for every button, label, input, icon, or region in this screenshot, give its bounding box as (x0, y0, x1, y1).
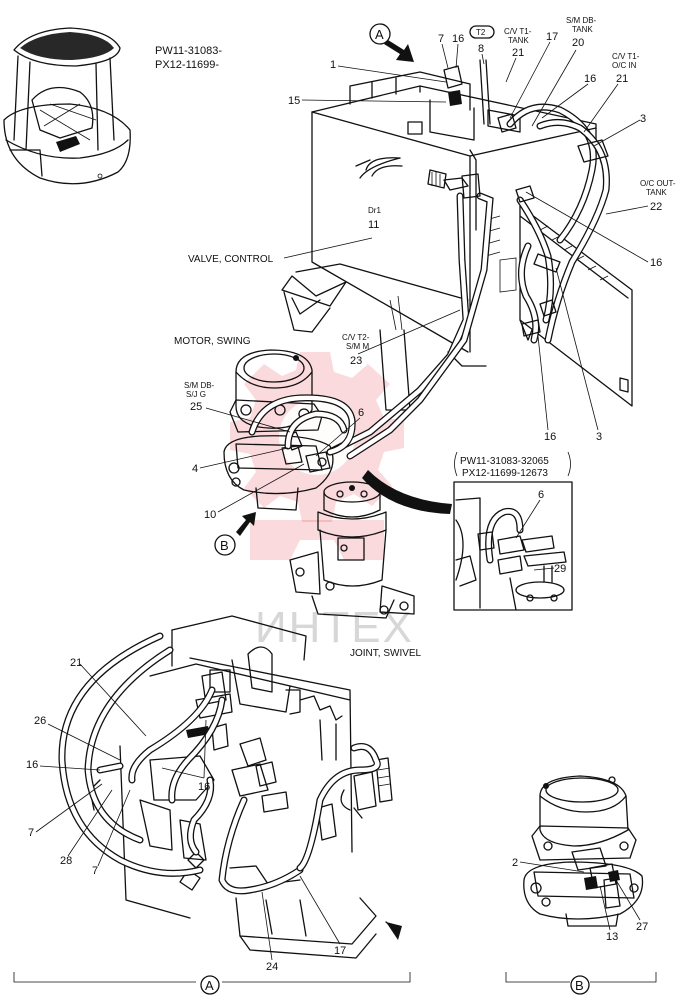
view-a-hoses (58, 632, 381, 895)
serial-range-line-2: PX12-11699- (155, 59, 219, 71)
callout-10: 10 (204, 509, 216, 521)
callout-4: 4 (192, 463, 198, 475)
callout-3-lower: 3 (596, 431, 602, 443)
hose-label-cv-t1-tank-line2: TANK (508, 36, 529, 45)
inset-serial-line-1: PW11-31083-32065 (460, 456, 549, 467)
hose-label-cv-t2-sm-m-line1: C/V T2- (342, 333, 370, 342)
view-marker-a-top-letter: A (375, 27, 384, 42)
view-a-drawing (89, 615, 402, 959)
hose-label-cv-t1-tank: C/V T1- TANK (504, 27, 532, 45)
view-a-callout-24: 24 (266, 961, 278, 973)
view-a-caption: A (13, 972, 411, 995)
hose-label-cv-t1-oc-in: C/V T1- O/C IN (612, 52, 640, 70)
watermark-gear-icon (230, 352, 404, 560)
joint-swivel-label: JOINT, SWIVEL (350, 648, 422, 659)
hose-label-sm-db-sj-g-line2: S/J G (186, 390, 206, 399)
callout-23: 23 (350, 355, 362, 367)
view-a-callout-7-right: 7 (92, 865, 98, 877)
hose-label-oc-out-tank-line2: TANK (646, 188, 667, 197)
callout-11: 11 (368, 219, 379, 231)
main-callouts: 1 15 7 16 8 21 17 20 16 21 3 22 16 11 23… (190, 31, 662, 521)
swing-motor-drawing (223, 349, 334, 511)
callout-22: 22 (650, 201, 662, 213)
hose-label-cv-t1-oc-in-line2: O/C IN (612, 61, 637, 70)
swivel-joint-drawing (289, 481, 415, 619)
motor-swing-label: MOTOR, SWING (174, 336, 251, 347)
hose-label-sm-db-sj-g-line1: S/M DB- (184, 381, 215, 390)
view-marker-b-top-letter: B (220, 538, 229, 553)
callout-25: 25 (190, 401, 202, 413)
callout-21-top: 21 (512, 47, 524, 59)
view-b-caption: B (505, 972, 657, 995)
view-b-caption-letter: B (575, 978, 584, 993)
view-marker-b-top: B (214, 512, 256, 556)
watermark-text: ИНТЕХ (255, 603, 414, 652)
view-b-callout-13: 13 (606, 931, 618, 943)
callout-20: 20 (572, 37, 584, 49)
detail-callout-arrow-icon (362, 470, 452, 514)
hose-label-cv-t2-sm-m: C/V T2- S/M M (342, 333, 370, 351)
machine-thumbnail-illustration (3, 27, 131, 185)
view-a-callout-21: 21 (70, 657, 82, 669)
inset-serial-bracket-right (567, 451, 571, 477)
view-a-callout-28: 28 (60, 855, 72, 867)
view-marker-a-top: A (369, 23, 414, 62)
hose-label-sm-db-tank: S/M DB- TANK (566, 16, 597, 34)
callout-8: 8 (478, 43, 484, 55)
hose-label-cv-t2-sm-m-line2: S/M M (346, 342, 369, 351)
view-a-callout-7-left: 7 (28, 827, 34, 839)
hose-label-dr1: Dr1 (368, 206, 381, 215)
hose-label-oc-out-tank: O/C OUT- TANK (640, 179, 676, 197)
view-b-direction-arrow-icon (236, 512, 256, 536)
hose-label-sm-db-tank-line1: S/M DB- (566, 16, 597, 25)
inset-serial-line-2: PX12-11699-12673 (462, 468, 548, 479)
view-b-drawing (523, 775, 644, 927)
control-valve-drawing (281, 71, 597, 411)
hose-label-sm-db-tank-line2: TANK (572, 25, 593, 34)
t2-badge-text: T2 (476, 28, 486, 37)
detail-inset (453, 481, 573, 611)
valve-control-leader (283, 237, 373, 259)
view-a-caption-letter: A (205, 978, 214, 993)
inset-callout-6: 6 (538, 489, 544, 501)
callout-15: 15 (288, 95, 300, 107)
serial-range-line-1: PW11-31083- (155, 45, 222, 57)
callout-16-top: 16 (452, 33, 464, 45)
inset-callout-29: 29 (554, 563, 566, 575)
inset-callouts: 6 29 (515, 489, 566, 575)
view-a-callout-17: 17 (334, 945, 346, 957)
hose-label-oc-out-tank-line1: O/C OUT- (640, 179, 676, 188)
view-a-callout-16-center: 16 (198, 781, 210, 793)
view-b-callout-27: 27 (636, 921, 648, 933)
callout-16-lower: 16 (544, 431, 556, 443)
view-a-callout-26: 26 (34, 715, 46, 727)
callout-16-upper-right: 16 (584, 73, 596, 85)
callout-21-right: 21 (616, 73, 628, 85)
view-b-callouts: 2 13 27 (512, 857, 648, 943)
main-hose-routing (326, 59, 610, 460)
callout-3-top: 3 (640, 113, 646, 125)
callout-1: 1 (330, 59, 336, 71)
swing-motor-hoses (248, 394, 356, 456)
view-a-callout-16-left: 16 (26, 759, 38, 771)
view-a-direction-arrow-icon (384, 40, 414, 62)
hose-label-cv-t1-tank-line1: C/V T1- (504, 27, 532, 36)
hose-label-sm-db-sj-g: S/M DB- S/J G (184, 381, 215, 399)
callout-16-right: 16 (650, 257, 662, 269)
callout-6-main: 6 (358, 407, 364, 419)
inset-serial-bracket-left (454, 451, 458, 477)
callout-7: 7 (438, 33, 444, 45)
valve-control-label: VALVE, CONTROL (188, 254, 274, 265)
callout-17-top: 17 (546, 31, 558, 43)
view-b-callout-2: 2 (512, 857, 518, 869)
hose-label-cv-t1-oc-in-line1: C/V T1- (612, 52, 640, 61)
view-a-callouts: 21 26 16 16 7 28 7 17 24 (26, 657, 346, 973)
t2-badge: T2 (469, 25, 495, 39)
